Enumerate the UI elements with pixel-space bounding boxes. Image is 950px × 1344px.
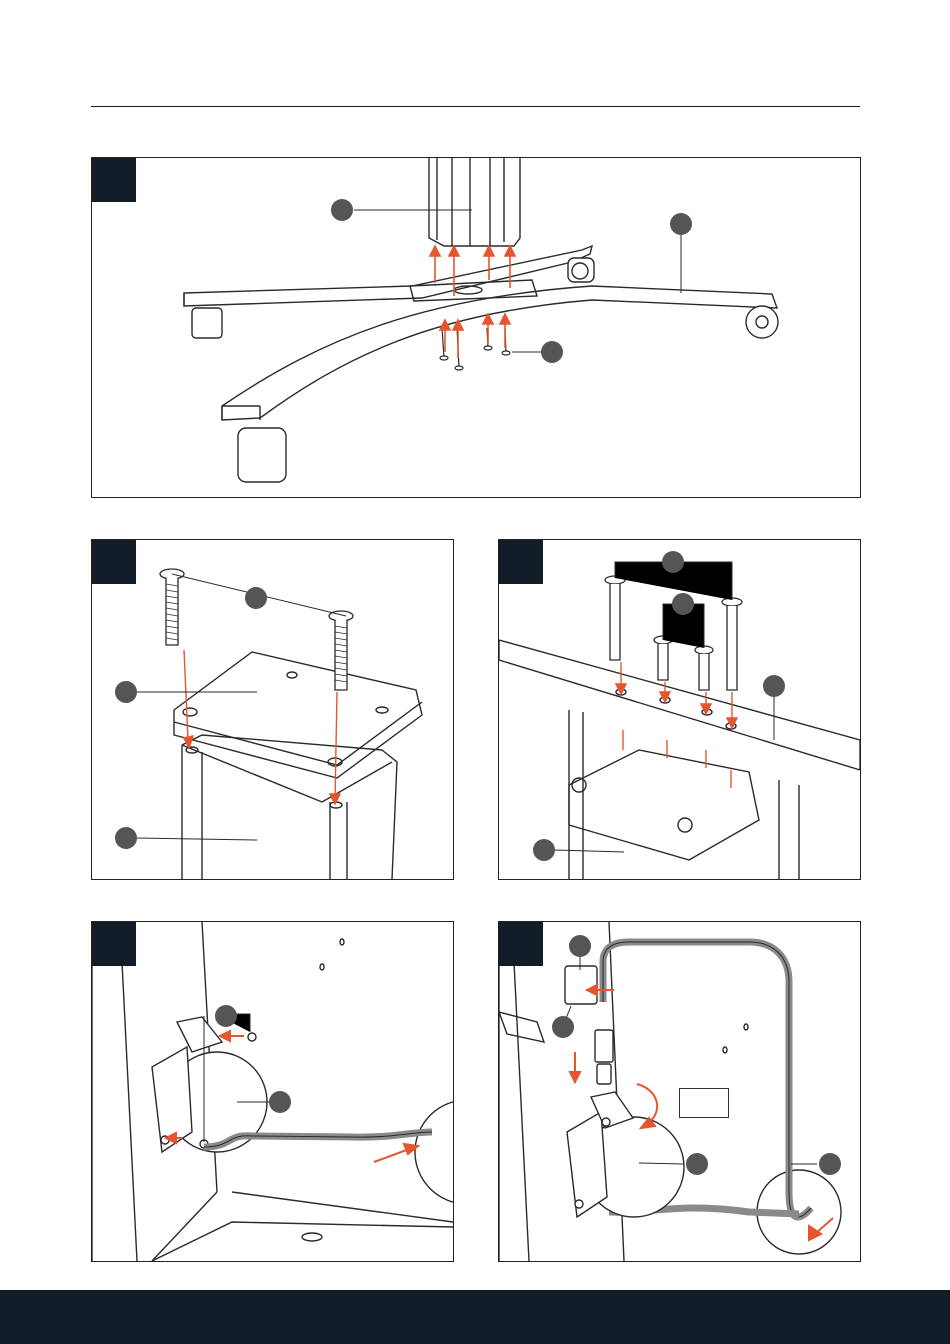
blank-label-box: [679, 1088, 729, 1118]
panel-cable-routing: [498, 921, 861, 1262]
bracket-mount-illustration: [499, 540, 860, 879]
callout-marker: [269, 1091, 291, 1113]
callout-marker: [670, 213, 692, 235]
callout-marker: [115, 681, 137, 703]
callout-marker: [245, 587, 267, 609]
callout-marker: [552, 1016, 574, 1038]
callout-marker: [686, 1153, 708, 1175]
step-number-tab: [92, 922, 136, 966]
callout-marker: [672, 593, 694, 615]
reel-mount-illustration: [92, 922, 453, 1261]
callout-marker: [215, 1005, 237, 1027]
callout-marker: [763, 675, 785, 697]
step-number-tab: [499, 540, 543, 584]
step-number-tab: [92, 540, 136, 584]
callout-marker: [541, 341, 563, 363]
panel-bracket-mount: [498, 539, 861, 880]
page-footer-bar: [0, 1290, 950, 1344]
callout-marker: [662, 551, 684, 573]
callout-marker: [115, 827, 137, 849]
step-number-tab: [92, 158, 136, 202]
step-number-tab: [499, 922, 543, 966]
header-rule: [91, 106, 860, 107]
panel-base-assembly: [91, 157, 861, 498]
plate-mount-illustration: [92, 540, 453, 879]
callout-marker: [331, 199, 353, 221]
callout-marker: [819, 1153, 841, 1175]
callout-marker: [569, 935, 591, 957]
callout-marker: [533, 839, 555, 861]
base-assembly-illustration: [92, 158, 860, 497]
panel-plate-mount: [91, 539, 454, 880]
panel-reel-mount: [91, 921, 454, 1262]
